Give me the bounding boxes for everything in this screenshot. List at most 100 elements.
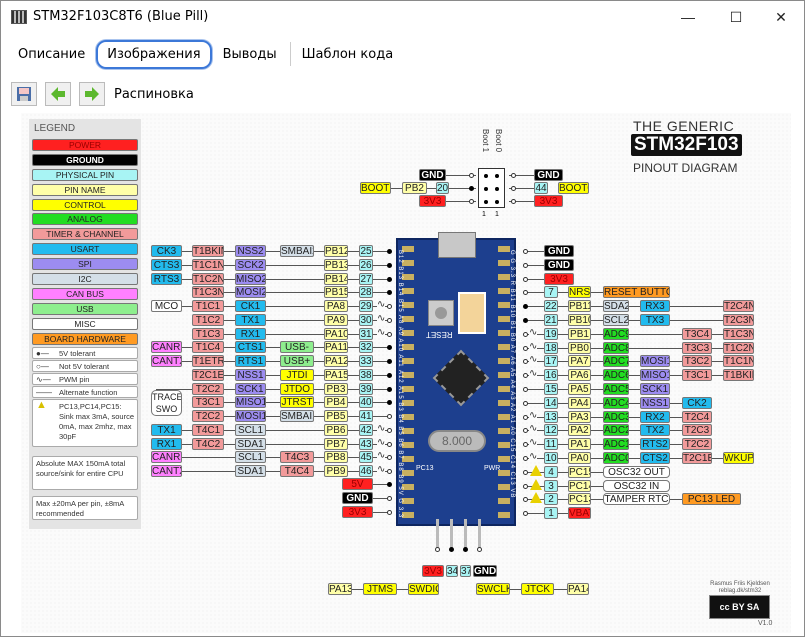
label-jtdo: JTDO xyxy=(280,382,314,395)
label-t2c3: T2C3 xyxy=(682,424,712,437)
5v-tolerant-dot xyxy=(449,547,454,552)
tab-pins[interactable]: Выводы xyxy=(222,46,277,62)
label-16: 16 xyxy=(544,369,558,382)
not-5v-tolerant-dot xyxy=(387,414,392,419)
legend-item-hw: BOARD HARDWARE xyxy=(32,332,138,345)
label-15: 15 xyxy=(544,383,558,395)
credit-site: reblag.dk/stm32 xyxy=(718,588,762,594)
label-nss1: NSS1 xyxy=(640,396,670,409)
label-sda1: SDA1 xyxy=(235,437,266,450)
label-swclk: SWCLK xyxy=(476,583,510,595)
5v-tolerant-dot xyxy=(387,249,392,254)
label-pa10: PA10 xyxy=(324,327,348,340)
label-gnd: GND xyxy=(342,492,373,504)
pwm-wave-icon: ∿ xyxy=(377,436,386,448)
legend-note-per-pin: Max ±20mA per pin, ±8mA recommended xyxy=(32,496,138,521)
not-5v-tolerant-dot xyxy=(523,249,528,254)
legend-title: LEGEND xyxy=(34,123,76,134)
label-osc32-in: OSC32 IN xyxy=(603,479,670,492)
label-41: 41 xyxy=(359,410,373,422)
left-header xyxy=(402,246,414,522)
connector-line xyxy=(156,444,389,445)
label-17: 17 xyxy=(544,355,558,368)
pwm-wave-icon: ∿ xyxy=(377,299,386,310)
not-5v-tolerant-dot xyxy=(523,428,528,434)
connector-line xyxy=(525,251,554,252)
label-29: 29 xyxy=(359,300,373,312)
label-smbai1: SMBAI1 xyxy=(280,410,314,422)
not-5v-tolerant-dot xyxy=(523,414,528,420)
pwm-wave-icon: ∿ xyxy=(377,312,386,324)
not-5v-tolerant-dot xyxy=(523,442,528,448)
5v-tolerant-dot xyxy=(387,400,392,406)
not-5v-tolerant-dot xyxy=(523,276,528,282)
legend-item-pinname: PIN NAME xyxy=(32,183,138,196)
label-t2c1e: T2C1E xyxy=(192,368,224,381)
label-rx1: RX1 xyxy=(151,437,182,450)
label-19: 19 xyxy=(544,327,558,340)
not-5v-tolerant-dot xyxy=(387,496,392,501)
label-cantx: CANTX xyxy=(151,465,182,477)
close-button[interactable]: ✕ xyxy=(775,9,787,25)
label-11: 11 xyxy=(544,438,558,451)
legend-item-spi: SPI xyxy=(32,258,138,271)
connector-line xyxy=(156,430,389,431)
label-t2c4: T2C4 xyxy=(682,410,712,423)
not-5v-tolerant-dot xyxy=(387,455,392,461)
pwm-wave-icon: ∿ xyxy=(377,422,386,434)
label-3v3: 3V3 xyxy=(342,506,373,518)
not-5v-tolerant-dot xyxy=(523,331,528,337)
maximize-button[interactable]: ☐ xyxy=(729,9,743,25)
connector-line xyxy=(156,389,389,390)
label-adc2: ADC2 xyxy=(603,424,629,437)
label-pb2: PB2 xyxy=(402,182,427,194)
not-5v-tolerant-dot xyxy=(387,304,392,309)
app-icon xyxy=(11,10,27,24)
minimize-button[interactable]: — xyxy=(681,9,695,25)
connector-line xyxy=(525,320,733,321)
label-jtck: JTCK xyxy=(521,583,554,595)
save-button[interactable] xyxy=(11,82,37,106)
pwr-silk: PWR xyxy=(484,465,501,472)
label-34: 34 xyxy=(446,565,458,577)
right-silkscreen: G G 3.3 R B11 B10 B1 B0 A7 A6 A5 A4 A3 A… xyxy=(509,250,515,499)
not-5v-tolerant-dot xyxy=(523,290,528,296)
legend-item-power: POWER xyxy=(32,139,138,151)
label-pa2: PA2 xyxy=(568,424,591,437)
5v-tolerant-dot xyxy=(463,547,468,552)
arrow-right-icon xyxy=(85,87,99,101)
label-gnd: GND xyxy=(544,258,574,271)
label-osc32-out: OSC32 OUT xyxy=(603,465,670,478)
legend-alternate: ——Alternate function xyxy=(32,386,138,399)
back-button[interactable] xyxy=(45,82,71,106)
label-t1c1n: T1C1N xyxy=(192,258,224,271)
tab-description[interactable]: Описание xyxy=(18,46,86,62)
swd-header-pin xyxy=(478,519,481,549)
label-3v3: 3V3 xyxy=(534,195,563,207)
not-5v-tolerant-dot xyxy=(523,387,528,392)
tab-images[interactable]: Изображения xyxy=(96,39,212,69)
connector-line xyxy=(446,175,476,176)
not-5v-tolerant-dot xyxy=(435,547,440,552)
connector-line xyxy=(373,498,389,499)
label-mco: MCO xyxy=(151,300,182,312)
connector-line xyxy=(391,188,476,189)
label-3v3: 3V3 xyxy=(422,565,444,577)
label-scl1: SCL1 xyxy=(235,451,266,464)
5v-tolerant-dot xyxy=(387,386,392,392)
pwm-wave-icon: ∿ xyxy=(377,326,386,338)
warning-icon xyxy=(530,478,542,490)
label-miso1: MISO1 xyxy=(235,396,266,409)
legend-item-physical: PHYSICAL PIN xyxy=(32,168,138,181)
pwm-wave-icon: ∿ xyxy=(377,450,386,462)
forward-button[interactable] xyxy=(79,82,105,106)
usb-connector xyxy=(438,232,476,258)
tab-code-template[interactable]: Шаблон кода xyxy=(301,46,394,62)
label-miso1: MISO1 xyxy=(640,369,670,382)
not-5v-tolerant-dot xyxy=(511,186,516,191)
connector-line xyxy=(197,320,389,321)
label-adc0: ADC0 xyxy=(603,452,629,464)
label-20: 20 xyxy=(436,182,449,194)
